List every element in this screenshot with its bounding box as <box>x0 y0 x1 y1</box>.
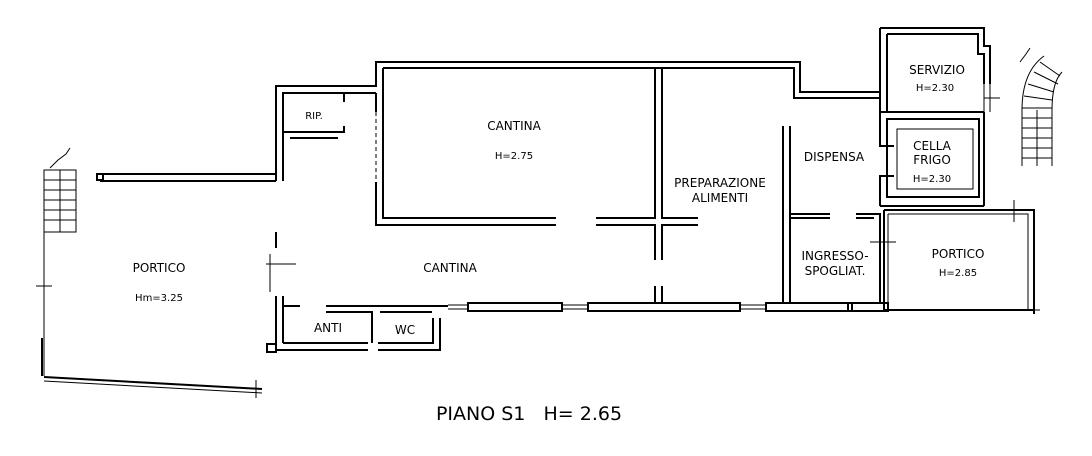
room-ingresso-spogliatoio: INGRESSO- SPOGLIAT. <box>801 249 868 278</box>
room-name: WC <box>395 323 415 337</box>
room-name-line1: INGRESSO- <box>801 249 868 263</box>
room-name: CANTINA <box>487 119 541 133</box>
room-name-line2: ALIMENTI <box>692 191 748 205</box>
room-name: SERVIZIO <box>909 63 965 77</box>
room-name: PORTICO <box>133 261 186 275</box>
room-wc: WC <box>395 323 415 337</box>
room-name: ANTI <box>314 321 342 335</box>
room-name: CANTINA <box>423 261 477 275</box>
room-name: DISPENSA <box>804 150 865 164</box>
room-name-line1: CELLA <box>913 139 952 153</box>
left-portico-outline <box>36 173 296 398</box>
room-cella-frigo: CELLA FRIGO H=2.30 <box>913 139 952 185</box>
room-anti: ANTI <box>314 321 342 335</box>
room-name: PORTICO <box>932 247 985 261</box>
room-height: Hm=3.25 <box>135 293 183 304</box>
left-stair <box>43 147 77 233</box>
room-height: H=2.30 <box>913 174 951 185</box>
room-servizio: SERVIZIO H=2.30 <box>909 63 965 94</box>
room-portico-left: PORTICO Hm=3.25 <box>133 261 186 304</box>
room-preparazione-alimenti: PREPARAZIONE ALIMENTI <box>674 176 766 205</box>
room-height: H=2.30 <box>916 83 954 94</box>
room-portico-right: PORTICO H=2.85 <box>932 247 985 279</box>
room-dispensa: DISPENSA <box>804 150 865 164</box>
room-height: H=2.85 <box>939 268 977 279</box>
room-name-line1: PREPARAZIONE <box>674 176 766 190</box>
room-rip: RIP. <box>305 111 323 122</box>
floor-title: PIANO S1 H= 2.65 <box>436 403 622 425</box>
room-name-line2: FRIGO <box>913 153 951 167</box>
room-cantina-main: CANTINA <box>423 261 477 275</box>
main-walls <box>266 27 1040 353</box>
room-cantina-upper: CANTINA H=2.75 <box>487 119 541 162</box>
room-name: RIP. <box>305 111 323 122</box>
room-name-line2: SPOGLIAT. <box>805 264 866 278</box>
room-height: H=2.75 <box>495 151 533 162</box>
right-stair <box>1019 47 1063 166</box>
